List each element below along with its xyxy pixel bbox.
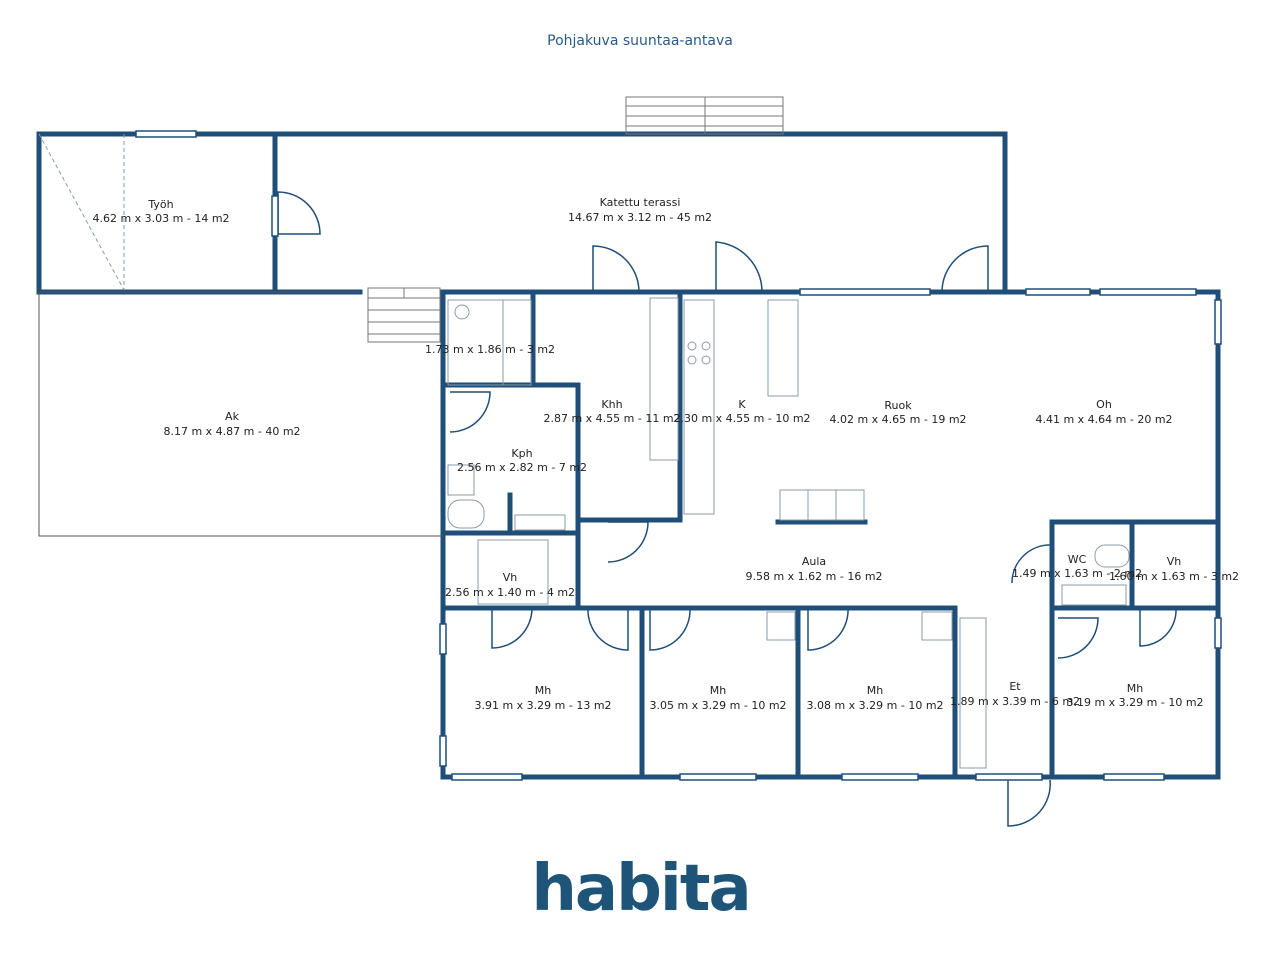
- plan-title: Pohjakuva suuntaa-antava: [547, 33, 733, 49]
- room-dims-ruok: 4.02 m x 4.65 m - 19 m2: [829, 413, 966, 426]
- sauna-stove-icon: [454, 304, 470, 320]
- room-name-terrace: Katettu terassi: [600, 196, 681, 209]
- room-name-tyoh: Työh: [147, 198, 173, 211]
- room-dims-khh: 2.87 m x 4.55 m - 11 m2: [543, 412, 680, 425]
- terrace-wall: [272, 131, 1008, 295]
- room-dims-vh-left: 2.56 m x 1.40 m - 4 m2: [445, 586, 575, 599]
- room-name-mh-4: Mh: [1127, 682, 1143, 695]
- habita-logo: habita: [531, 852, 751, 926]
- room-dims-kph: 2.56 m x 2.82 m - 7 m2: [457, 461, 587, 474]
- room-dims-sauna: 1.73 m x 1.86 m - 3 m2: [425, 343, 555, 356]
- room-name-wc: WC: [1068, 553, 1087, 566]
- room-dims-ak: 8.17 m x 4.87 m - 40 m2: [163, 425, 300, 438]
- room-name-kph: Kph: [511, 447, 532, 460]
- room-dims-wc: 1.49 m x 1.63 m - 2 m2: [1012, 567, 1142, 580]
- room-dims-vh-right: 1.60 m x 1.63 m - 3 m2: [1109, 570, 1239, 583]
- room-dims-mh-2: 3.05 m x 3.29 m - 10 m2: [649, 699, 786, 712]
- room-dims-mh-1: 3.91 m x 3.29 m - 13 m2: [474, 699, 611, 712]
- room-dims-tyoh: 4.62 m x 3.03 m - 14 m2: [92, 212, 229, 225]
- windows: [135, 130, 1222, 781]
- room-dims-et: 1.89 m x 3.39 m - 6 m2: [950, 695, 1080, 708]
- room-name-vh-right: Vh: [1167, 555, 1182, 568]
- room-dims-terrace: 14.67 m x 3.12 m - 45 m2: [568, 211, 712, 224]
- fixtures: [38, 133, 1130, 769]
- garage-outline: [38, 291, 443, 537]
- room-dims-aula: 9.58 m x 1.62 m - 16 m2: [745, 570, 882, 583]
- stairs: [367, 96, 784, 343]
- room-name-mh-3: Mh: [867, 684, 883, 697]
- room-dims-mh-3: 3.08 m x 3.29 m - 10 m2: [806, 699, 943, 712]
- room-name-ruok: Ruok: [884, 399, 912, 412]
- room-name-vh-left: Vh: [503, 571, 518, 584]
- wc-toilet-icon: [1094, 544, 1130, 568]
- room-name-aula: Aula: [802, 555, 826, 568]
- room-labels: Työh 4.62 m x 3.03 m - 14 m2 Katettu ter…: [92, 196, 1239, 712]
- walls: [36, 131, 1221, 780]
- room-name-oh: Oh: [1096, 398, 1112, 411]
- doors: [277, 191, 1177, 827]
- room-dims-k: 2.30 m x 4.55 m - 10 m2: [673, 412, 810, 425]
- room-name-k: K: [738, 398, 746, 411]
- room-dims-oh: 4.41 m x 4.64 m - 20 m2: [1035, 413, 1172, 426]
- room-name-mh-2: Mh: [710, 684, 726, 697]
- room-dims-mh-4: 3.19 m x 3.29 m - 10 m2: [1066, 696, 1203, 709]
- room-name-mh-1: Mh: [535, 684, 551, 697]
- room-name-et: Et: [1009, 680, 1021, 693]
- room-name-khh: Khh: [601, 398, 622, 411]
- toilet-icon: [447, 499, 485, 529]
- room-name-ak: Ak: [225, 410, 240, 423]
- house-outer-wall: [440, 289, 1221, 780]
